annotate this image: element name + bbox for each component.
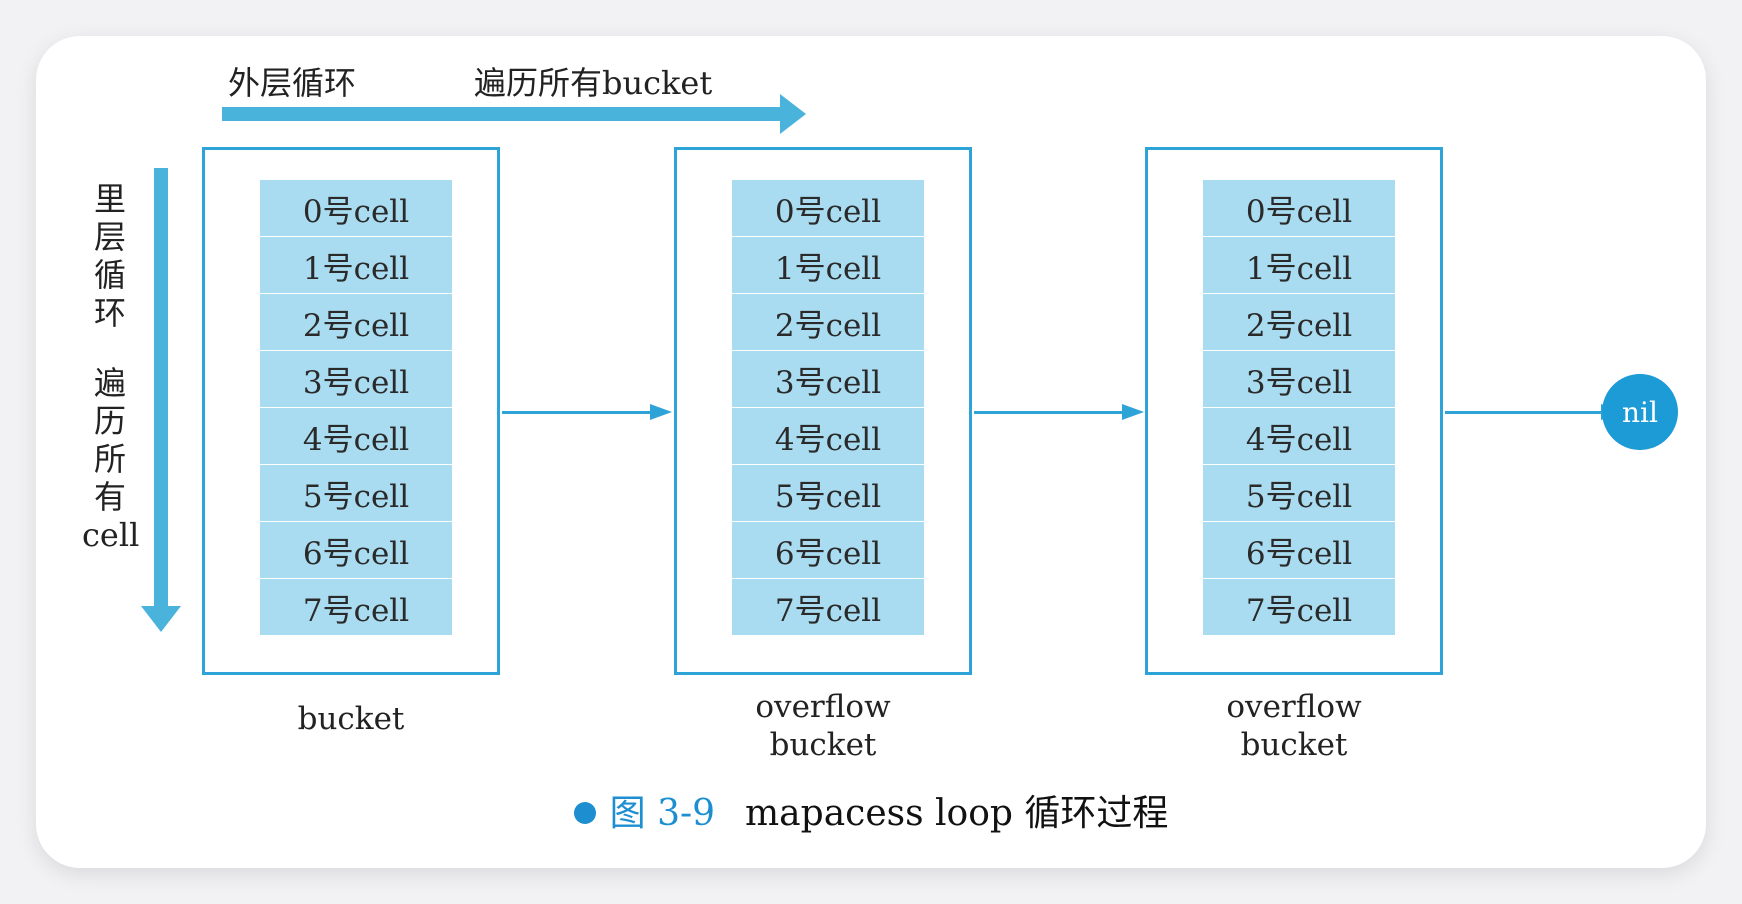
bucket-label-line: overflow (755, 689, 891, 725)
cell: 7号cell (260, 579, 452, 635)
inner-loop-desc-char: 所 (93, 440, 126, 478)
inner-loop-arrow-shaft (154, 168, 168, 608)
overflow-bucket-label: overflow bucket (673, 688, 973, 764)
outer-loop-arrow-shaft (222, 107, 782, 121)
caption-bullet-icon (573, 802, 596, 824)
cell: 6号cell (732, 522, 924, 578)
cell: 5号cell (732, 465, 924, 521)
overflow-bucket-box: 0号cell 1号cell 2号cell 3号cell 4号cell 5号cel… (1145, 147, 1443, 675)
inner-loop-char: 层 (93, 218, 126, 256)
inner-loop-desc-char: 历 (93, 402, 126, 440)
cell: 7号cell (732, 579, 924, 635)
cell: 4号cell (1203, 408, 1395, 464)
outer-loop-description: 遍历所有bucket (474, 64, 713, 102)
cell: 3号cell (260, 351, 452, 407)
inner-loop-desc-char: cell (82, 516, 140, 554)
inner-loop-char: 环 (93, 294, 126, 332)
connector-line (974, 411, 1124, 414)
inner-loop-label: 里 层 循 环 遍 历 所 有 cell (82, 180, 140, 554)
nil-terminal: nil (1602, 374, 1678, 450)
cell: 1号cell (260, 237, 452, 293)
inner-loop-char: 循 (93, 256, 126, 294)
bucket-label-line: bucket (1240, 727, 1348, 763)
cell: 3号cell (1203, 351, 1395, 407)
cell: 0号cell (260, 180, 452, 236)
connector-line (1445, 411, 1605, 414)
cell-column: 0号cell 1号cell 2号cell 3号cell 4号cell 5号cel… (1203, 180, 1395, 636)
overflow-bucket-label: overflow bucket (1144, 688, 1444, 764)
figure-caption: 图 3-9 mapacess loop 循环过程 (0, 784, 1742, 836)
inner-loop-arrow-head (141, 606, 181, 632)
cell: 4号cell (732, 408, 924, 464)
inner-loop-char: 里 (93, 180, 126, 218)
cell: 5号cell (260, 465, 452, 521)
cell: 5号cell (1203, 465, 1395, 521)
cell: 2号cell (1203, 294, 1395, 350)
cell: 2号cell (260, 294, 452, 350)
cell-column: 0号cell 1号cell 2号cell 3号cell 4号cell 5号cel… (260, 180, 452, 636)
cell: 6号cell (260, 522, 452, 578)
connector-arrow-head (650, 404, 672, 420)
outer-loop-label: 外层循环 (228, 64, 357, 102)
inner-loop-desc-char: 有 (93, 478, 126, 516)
cell: 0号cell (1203, 180, 1395, 236)
cell: 7号cell (1203, 579, 1395, 635)
bucket-label-line: bucket (297, 701, 405, 737)
caption-text: mapacess loop 循环过程 (745, 793, 1169, 834)
inner-loop-desc-char: 遍 (93, 364, 126, 402)
connector-arrow-head (1122, 404, 1144, 420)
overflow-bucket-box: 0号cell 1号cell 2号cell 3号cell 4号cell 5号cel… (674, 147, 972, 675)
bucket-label: bucket (201, 700, 501, 738)
cell: 6号cell (1203, 522, 1395, 578)
caption-number: 图 3-9 (609, 793, 716, 834)
connector-line (502, 411, 652, 414)
cell: 1号cell (1203, 237, 1395, 293)
cell: 2号cell (732, 294, 924, 350)
cell: 0号cell (732, 180, 924, 236)
bucket-label-line: bucket (769, 727, 877, 763)
outer-loop-arrow-head (780, 94, 806, 134)
bucket-box: 0号cell 1号cell 2号cell 3号cell 4号cell 5号cel… (202, 147, 500, 675)
cell: 3号cell (732, 351, 924, 407)
bucket-label-line: overflow (1226, 689, 1362, 725)
cell-column: 0号cell 1号cell 2号cell 3号cell 4号cell 5号cel… (732, 180, 924, 636)
cell: 4号cell (260, 408, 452, 464)
cell: 1号cell (732, 237, 924, 293)
